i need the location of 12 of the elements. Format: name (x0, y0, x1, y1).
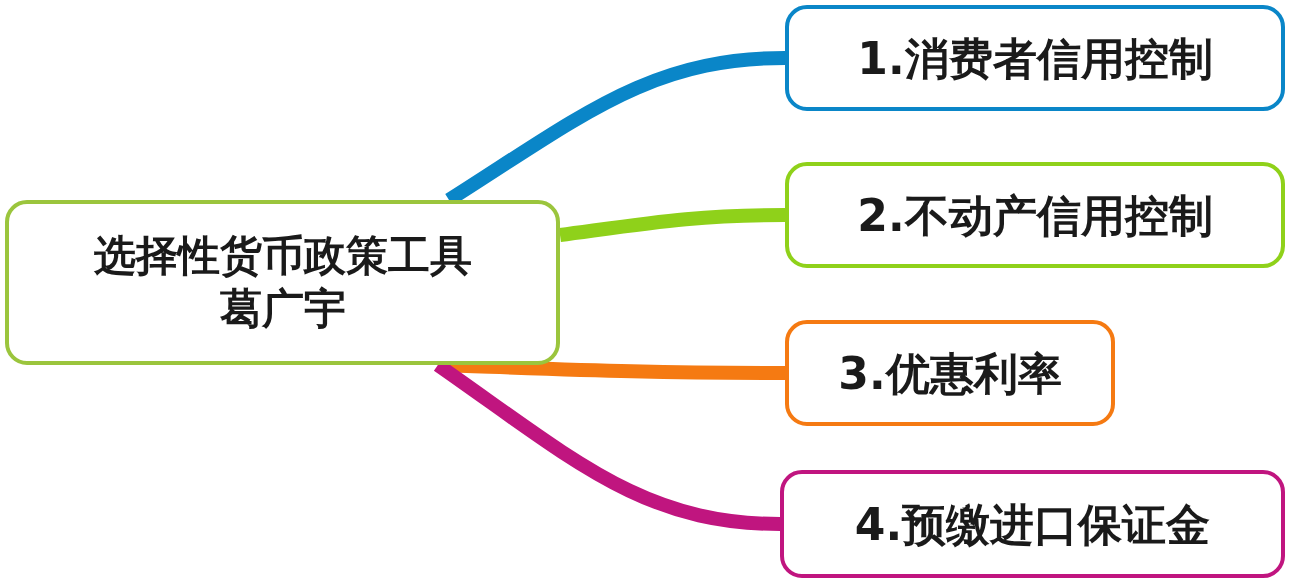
topic-text: 3.优惠利率 (838, 346, 1062, 401)
topic-box (780, 470, 1285, 578)
topic-box (785, 162, 1285, 268)
author-name: 葛广宇 (219, 282, 346, 335)
topic-text: 2.不动产信用控制 (857, 188, 1213, 243)
topic-text: 1.消费者信用控制 (857, 31, 1213, 86)
topic-text: 4.预缴进口保证金 (854, 497, 1211, 552)
central-topic-box (5, 200, 560, 365)
topic-box (785, 5, 1285, 111)
topic-box (785, 320, 1115, 426)
title-text: 选择性货币政策工具 (93, 230, 472, 282)
branch-connector (559, 208, 786, 242)
